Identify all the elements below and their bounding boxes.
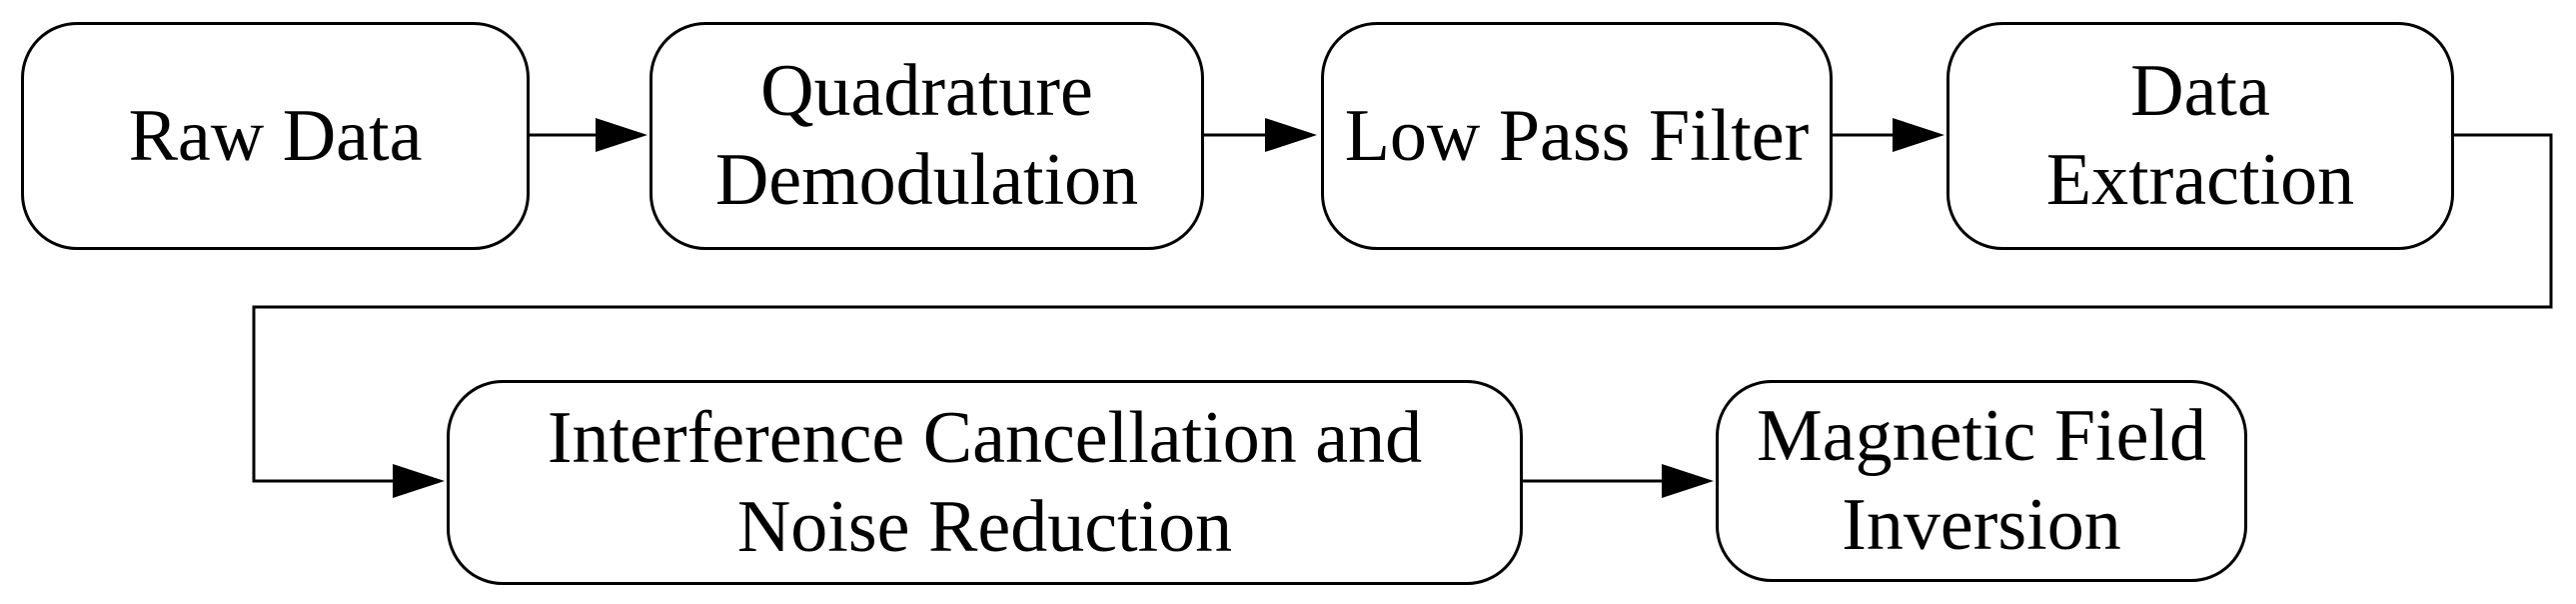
node-label-line: Inversion: [1842, 484, 2121, 566]
node-interference-cancellation-and-noise-reduction: Interference Cancellation and Noise Redu…: [447, 380, 1523, 585]
arrowhead-icon: [1265, 118, 1317, 152]
node-low-pass-filter: Low Pass Filter: [1321, 22, 1833, 250]
arrow-raw-data-to-quadrature-demodulation: [530, 118, 647, 152]
node-label-line: Extraction: [2045, 139, 2355, 221]
arrow-interference-cancellation-to-magnetic-field-inversion: [1523, 464, 1714, 498]
node-label-line: Raw Data: [128, 94, 423, 177]
arrowhead-icon: [596, 118, 647, 152]
node-label-line: Magnetic Field: [1756, 395, 2207, 477]
arrow-low-pass-filter-to-data-extraction: [1833, 118, 1944, 152]
arrowhead-icon: [393, 464, 445, 498]
arrowhead-icon: [1662, 464, 1714, 498]
node-magnetic-field-inversion: Magnetic Field Inversion: [1716, 380, 2247, 582]
node-label-line: Quadrature: [760, 50, 1093, 132]
node-label-line: Demodulation: [714, 139, 1139, 221]
node-label-line: Noise Reduction: [736, 485, 1233, 568]
node-data-extraction: Data Extraction: [1946, 22, 2454, 250]
node-label-line: Interference Cancellation and: [547, 396, 1423, 479]
node-quadrature-demodulation: Quadrature Demodulation: [649, 22, 1204, 250]
node-raw-data: Raw Data: [21, 22, 530, 250]
node-label-line: Data: [2130, 50, 2270, 132]
arrow-data-extraction-to-interference-cancellation: [252, 133, 2553, 498]
arrow-quadrature-demodulation-to-low-pass-filter: [1204, 118, 1317, 152]
arrowhead-icon: [1893, 118, 1944, 152]
node-label-line: Low Pass Filter: [1344, 94, 1810, 177]
